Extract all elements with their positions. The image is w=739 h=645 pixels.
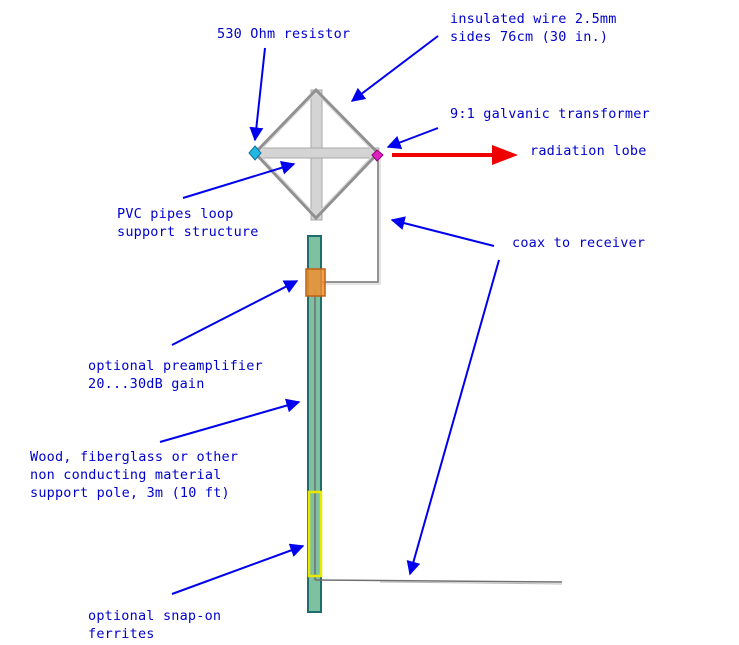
ferrite-block	[307, 490, 323, 578]
wire-label-line2: sides 76cm (30 in.)	[450, 29, 609, 45]
resistor-pointer-arrow	[249, 47, 266, 142]
transformer-label: 9:1 galvanic transformer	[450, 106, 650, 122]
preamplifier-block	[305, 268, 326, 297]
ferrite-pointer-arrow	[171, 543, 305, 595]
pvc-pointer-arrow	[182, 160, 296, 199]
loop-wire	[252, 87, 381, 221]
transformer-pointer-arrow	[386, 127, 439, 150]
pole-label-line3: support pole, 3m (10 ft)	[30, 485, 230, 501]
coax-pointer-arrow-down	[406, 259, 500, 576]
pole-pointer-arrow	[159, 398, 301, 443]
coax-cable-ground-edge	[379, 581, 563, 585]
preamp-pointer-arrow	[171, 280, 299, 346]
preamp-label-line2: 20...30dB gain	[88, 376, 205, 392]
transformer-component	[371, 149, 384, 162]
resistor-component	[248, 145, 262, 161]
radiation-lobe-arrowhead	[492, 145, 518, 165]
pole-label-line2: non conducting material	[30, 467, 222, 483]
pole-label-line1: Wood, fiberglass or other	[30, 449, 239, 465]
ferrite-label-line1: optional snap-on	[88, 608, 222, 624]
coax-pointer-arrow-up	[390, 216, 495, 247]
pvc-horizontal-pipe	[254, 147, 380, 159]
pvc-label-line1: PVC pipes loop	[117, 206, 234, 222]
ferrite-label-line2: ferrites	[88, 626, 155, 642]
preamp-label-line1: optional preamplifier	[88, 358, 263, 374]
pvc-label-line2: support structure	[117, 224, 259, 240]
wire-label-line1: insulated wire 2.5mm	[450, 11, 617, 27]
wire-pointer-arrow	[350, 35, 439, 102]
radiation-label: radiation lobe	[530, 143, 647, 159]
coax-cable-ground	[314, 579, 563, 583]
loop-wire-highlight	[257, 92, 376, 216]
coax-cable-loop-edge	[322, 158, 381, 285]
coax-cable-loop	[322, 158, 379, 283]
resistor-label: 530 Ohm resistor	[217, 26, 351, 42]
coax-label: coax to receiver	[512, 235, 646, 251]
